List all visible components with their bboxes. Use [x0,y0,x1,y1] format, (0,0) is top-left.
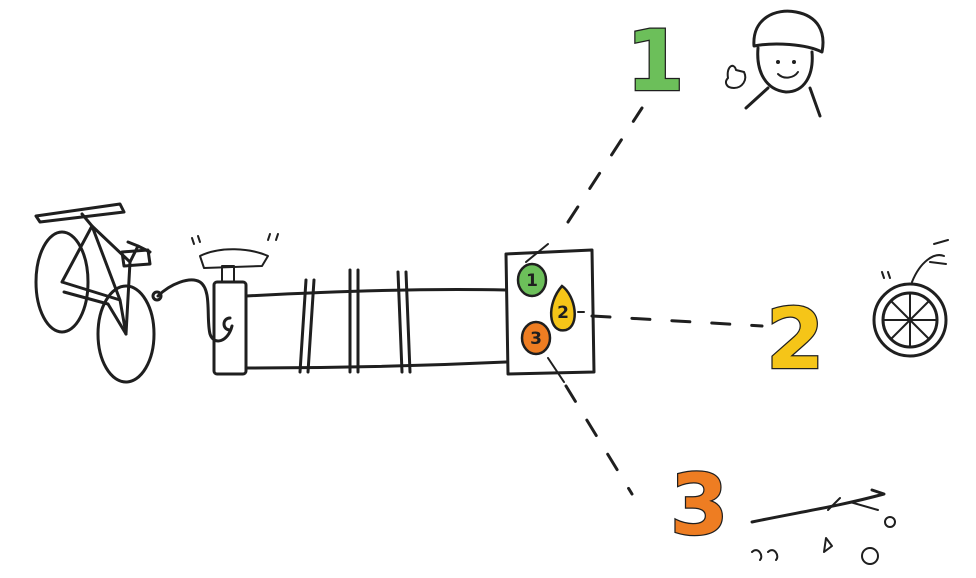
connector-line-1 [566,106,644,224]
person-with-helmet-thumbs-up-icon [725,9,825,118]
panel-badge-1 [516,262,548,298]
panel-badge-3 [520,320,552,356]
bike-rack-rail [244,268,508,374]
step-number-1: 1 [626,12,684,110]
air-pump-icon [191,233,279,376]
panel-badge-2-label: 2 [557,303,569,323]
station-panel: 1 2 3 [504,243,596,383]
broken-branch-debris-icon [750,488,896,565]
step-number-3: 3 [670,456,728,554]
pump-hose [156,278,234,343]
bicycle-icon [34,202,156,384]
connector-line-3 [564,384,634,496]
step-number-2: 2 [766,290,824,388]
panel-badge-1-label: 1 [526,271,538,291]
connector-line-2 [590,314,764,328]
bike-wheel-icon [872,239,949,358]
panel-badge-2 [549,284,576,332]
panel-badge-3-label: 3 [530,329,542,349]
hose-nozzle [151,290,163,302]
